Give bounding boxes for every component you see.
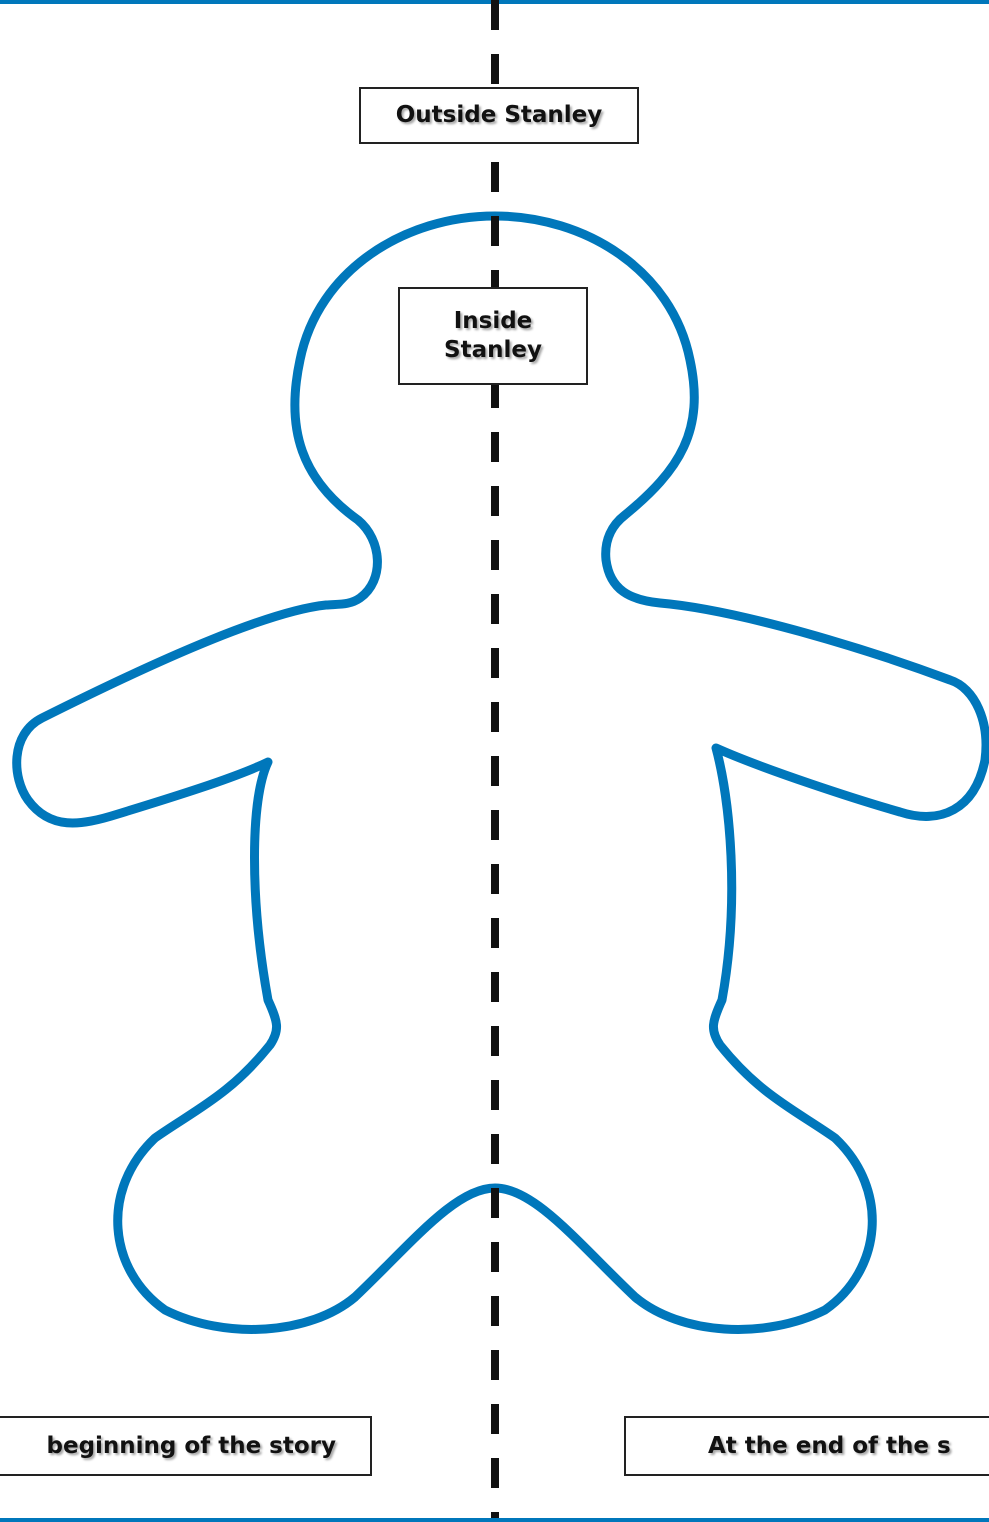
end-of-story-label: At the end of the s [624, 1416, 989, 1476]
beginning-of-story-text: beginning of the story [47, 1432, 337, 1461]
inside-stanley-label: Inside Stanley [398, 287, 588, 385]
bottom-border [0, 1518, 989, 1522]
inside-stanley-text-line1: Inside [444, 307, 542, 336]
outside-stanley-text: Outside Stanley [396, 101, 603, 130]
inside-stanley-text-line2: Stanley [444, 336, 542, 365]
end-of-story-text: At the end of the s [708, 1432, 951, 1461]
beginning-of-story-label: beginning of the story [0, 1416, 372, 1476]
outside-stanley-label: Outside Stanley [359, 87, 639, 144]
